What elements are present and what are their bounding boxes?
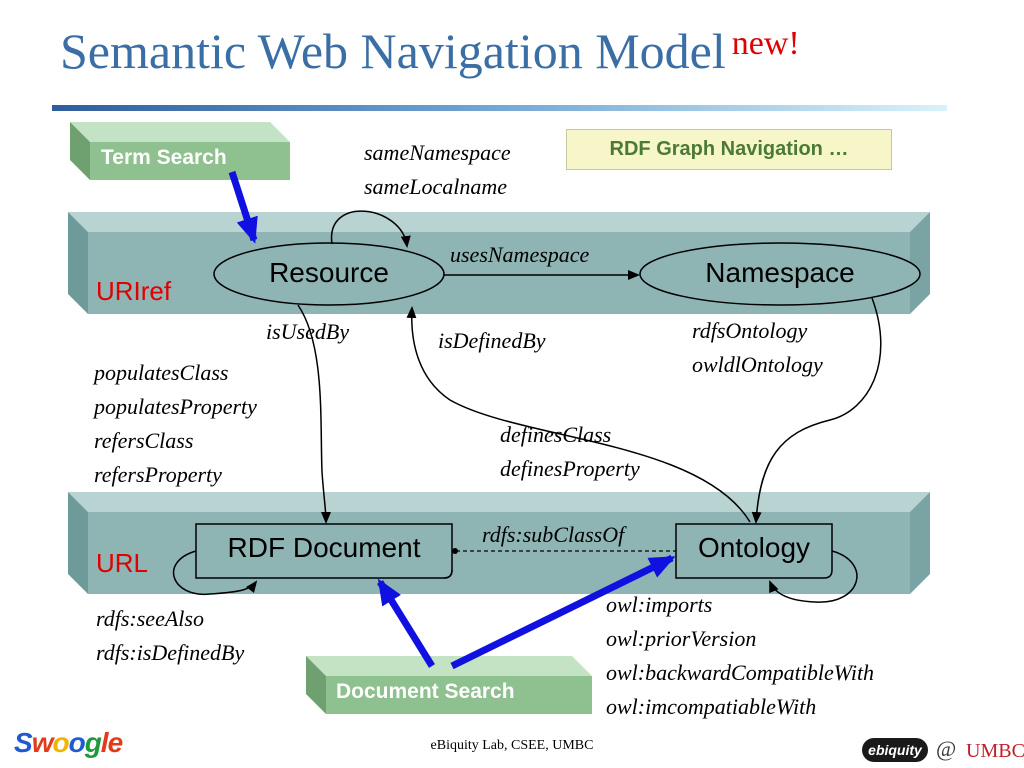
uriref-label: URIref: [96, 276, 172, 306]
resource-node-shape: [213, 242, 445, 306]
rdf-document-loop: [173, 550, 258, 595]
is-defined-by-label: isDefinedBy: [438, 328, 546, 353]
title-underline: [52, 105, 947, 111]
subclassof-label: rdfs:subClassOf: [482, 522, 625, 547]
ebiquity-logo: ebiquity: [862, 738, 928, 762]
namespace-ontology-edge: [751, 297, 882, 524]
namespace-node-shape: [639, 242, 921, 306]
same-labels: sameNamespace sameLocalname: [364, 136, 511, 204]
rdf-graph-navigation-box: RDF Graph Navigation …: [566, 129, 892, 170]
uses-namespace-label: usesNamespace: [450, 242, 590, 267]
ontology-node-shape: [675, 523, 833, 579]
edge-label: owldlOntology: [692, 352, 823, 377]
ontology-self-labels: owl:imports owl:priorVersion owl:backwar…: [606, 588, 874, 724]
edge-label: sameLocalname: [364, 174, 507, 199]
is-defined-by-edge: [406, 306, 751, 523]
populates-labels: populatesClass populatesProperty refersC…: [94, 356, 257, 492]
umbc-logo: UMBC: [966, 740, 1024, 762]
edge-label: populatesProperty: [94, 394, 257, 419]
ontology-loop: [769, 550, 858, 603]
document-search-to-rdf-arrow: [377, 578, 435, 668]
new-badge: new!: [731, 25, 800, 62]
document-search-button-shape[interactable]: [306, 656, 592, 714]
edge-label: rdfsOntology: [692, 318, 808, 343]
edge-label: rdfs:seeAlso: [96, 606, 204, 631]
namespace-ontology-labels: rdfsOntology owldlOntology: [692, 314, 823, 382]
subclassof-dot: [452, 548, 458, 554]
is-used-by-label: isUsedBy: [266, 319, 350, 344]
swoogle-logo: Swoogle: [14, 727, 123, 758]
edge-label: rdfs:isDefinedBy: [96, 640, 245, 665]
title-text: Semantic Web Navigation Model: [60, 23, 726, 79]
edge-label: owl:priorVersion: [606, 626, 757, 651]
is-used-by-edge: [297, 304, 331, 524]
at-symbol: @: [936, 736, 957, 761]
namespace-node: Namespace: [705, 257, 855, 288]
rdf-document-node-shape: [195, 523, 453, 579]
document-search-to-ontology-arrow: [450, 554, 676, 670]
edge-label: sameNamespace: [364, 140, 511, 165]
edge-label: definesProperty: [500, 456, 640, 481]
edge-label: populatesClass: [94, 360, 229, 385]
edge-label: owl:backwardCompatibleWith: [606, 660, 875, 685]
defines-labels: definesClass definesProperty: [500, 418, 640, 486]
edge-label: owl:imcompatiableWith: [606, 694, 817, 719]
edge-label: refersClass: [94, 428, 194, 453]
same-namespace-loop: [331, 210, 411, 248]
ontology-node: Ontology: [697, 532, 811, 563]
document-search-label[interactable]: Document Search: [336, 680, 515, 703]
term-search-arrow: [228, 170, 258, 244]
footer-text: eBiquity Lab, CSEE, UMBC: [430, 738, 594, 753]
doc-self-labels: rdfs:seeAlso rdfs:isDefinedBy: [96, 602, 244, 670]
edge-label: owl:imports: [606, 592, 713, 617]
term-search-label[interactable]: Term Search: [101, 146, 227, 169]
edge-label: refersProperty: [94, 462, 222, 487]
url-label: URL: [96, 548, 149, 578]
edge-label: definesClass: [500, 422, 612, 447]
term-search-button-shape[interactable]: [70, 122, 290, 180]
rdf-document-node: RDF Document: [227, 532, 421, 563]
resource-node: Resource: [269, 257, 389, 288]
